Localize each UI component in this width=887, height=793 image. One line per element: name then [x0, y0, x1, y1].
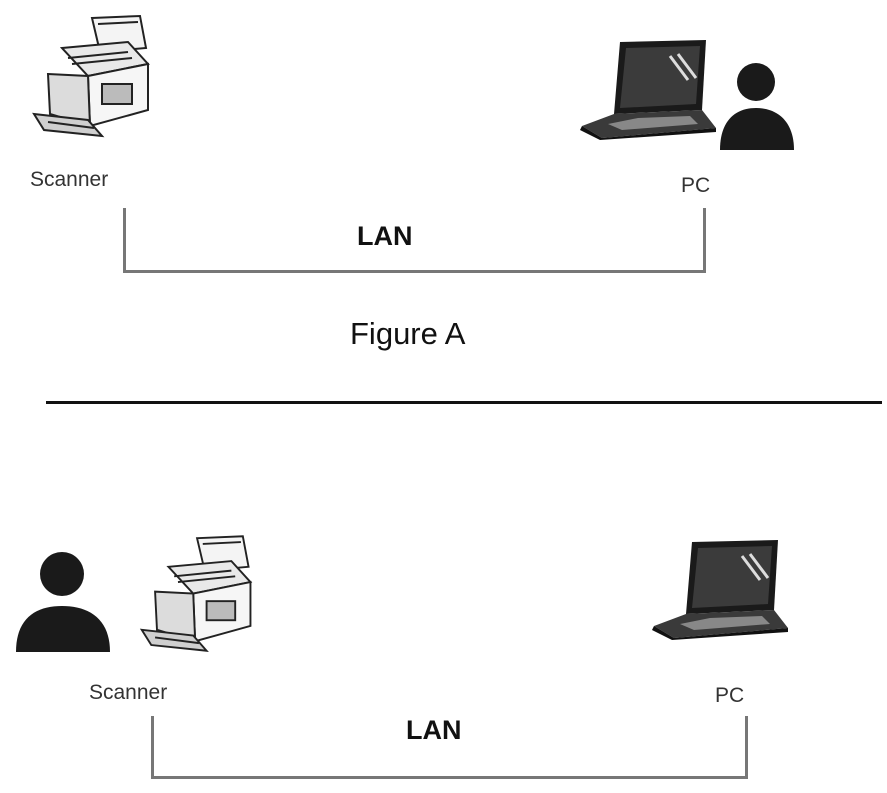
scanner-label: Scanner [30, 168, 109, 191]
pc-label: PC [681, 174, 711, 197]
lan-label: LAN [406, 715, 462, 745]
figure-caption: Figure A [350, 316, 466, 351]
pc-label: PC [715, 684, 745, 707]
lan-connection-line [123, 208, 706, 273]
laptop-icon [652, 540, 788, 640]
scanner-icon [139, 535, 253, 652]
lan-label: LAN [357, 221, 413, 251]
scanner-label: Scanner [89, 681, 168, 704]
person-icon [16, 552, 110, 652]
lan-connection-line [151, 716, 748, 779]
scanner-icon [32, 14, 150, 138]
section-divider [46, 401, 882, 404]
person-icon [720, 63, 794, 150]
laptop-icon [580, 40, 716, 140]
